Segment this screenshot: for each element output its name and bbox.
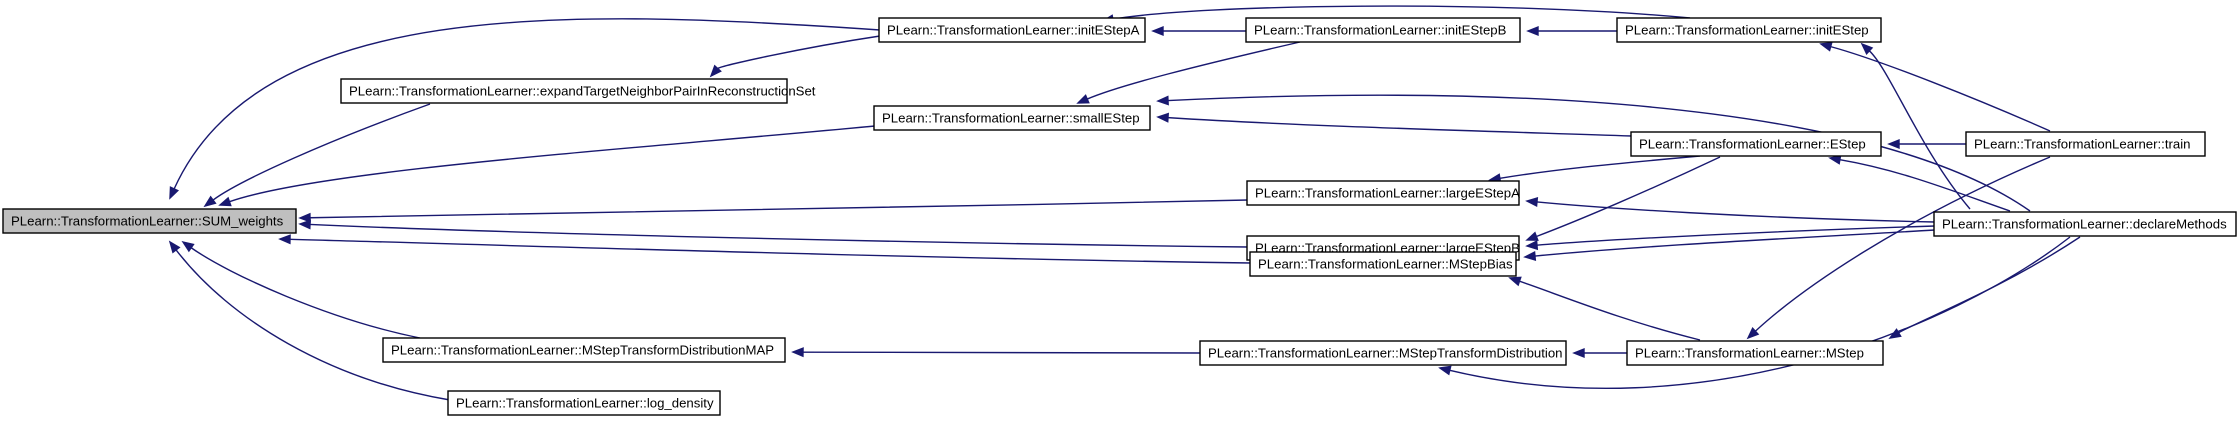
arrowhead-icon bbox=[298, 212, 311, 223]
node-initEStepA[interactable]: PLearn::TransformationLearner::initEStep… bbox=[878, 17, 1146, 43]
node-label: PLearn::TransformationLearner::declareMe… bbox=[1942, 217, 2227, 232]
call-edge-declareMethods-to-MStep bbox=[1888, 236, 2081, 339]
node-label: PLearn::TransformationLearner::MStep bbox=[1635, 346, 1864, 361]
arrowhead-icon bbox=[169, 186, 180, 200]
node-label: PLearn::TransformationLearner::smallESte… bbox=[882, 111, 1140, 126]
call-edge-initEStepB-to-smallEStep bbox=[1076, 41, 1301, 104]
node-label: PLearn::TransformationLearner::MStepTran… bbox=[391, 343, 774, 358]
call-edge-MStepTD-to-MStepTDMAP bbox=[791, 347, 1202, 358]
call-edge-train-to-initEStep bbox=[1819, 41, 2051, 132]
node-smallEStep[interactable]: PLearn::TransformationLearner::smallESte… bbox=[873, 105, 1151, 131]
call-edge-smallEStep-to-sum_weights bbox=[218, 125, 876, 207]
arrowhead-icon bbox=[1860, 42, 1874, 55]
call-edge-EStep-to-smallEStep bbox=[1156, 112, 1633, 137]
node-label: PLearn::TransformationLearner::largeESte… bbox=[1255, 186, 1520, 201]
node-initEStepB[interactable]: PLearn::TransformationLearner::initEStep… bbox=[1245, 17, 1521, 43]
node-MStepTDMAP[interactable]: PLearn::TransformationLearner::MStepTran… bbox=[382, 337, 786, 363]
node-label: PLearn::TransformationLearner::MStepBias bbox=[1258, 257, 1513, 272]
call-edge-train-to-EStep bbox=[1887, 138, 1967, 150]
arrowhead-icon bbox=[181, 240, 195, 253]
call-edge-declareMethods-to-largeEStepA bbox=[1525, 197, 1936, 223]
node-largeEStepA[interactable]: PLearn::TransformationLearner::largeESte… bbox=[1246, 180, 1520, 206]
node-initEStep[interactable]: PLearn::TransformationLearner::initEStep bbox=[1616, 17, 1882, 43]
node-label: PLearn::TransformationLearner::SUM_weigh… bbox=[11, 214, 284, 229]
call-edge-declareMethods-to-EStep bbox=[1828, 154, 2011, 212]
arrowhead-icon bbox=[1156, 95, 1169, 106]
node-MStepBias[interactable]: PLearn::TransformationLearner::MStepBias bbox=[1249, 251, 1517, 277]
arrowhead-icon bbox=[298, 219, 311, 230]
edges bbox=[168, 5, 2081, 401]
node-sum_weights[interactable]: PLearn::TransformationLearner::SUM_weigh… bbox=[2, 208, 297, 234]
arrowhead-icon bbox=[1526, 25, 1539, 37]
node-label: PLearn::TransformationLearner::initEStep… bbox=[887, 23, 1140, 38]
arrowhead-icon bbox=[1525, 231, 1539, 241]
call-edge-declareMethods-to-initEStep bbox=[1860, 42, 1971, 210]
arrowhead-icon bbox=[1887, 138, 1900, 150]
call-edge-EStep-to-largeEStepB bbox=[1525, 156, 1721, 241]
node-log_density[interactable]: PLearn::TransformationLearner::log_densi… bbox=[447, 390, 721, 416]
call-edge-MStep-to-MStepTD bbox=[1572, 347, 1628, 359]
node-label: PLearn::TransformationLearner::initEStep bbox=[1625, 23, 1869, 38]
arrowhead-icon bbox=[1525, 240, 1539, 251]
call-edge-log_density-to-sum_weights bbox=[168, 240, 451, 401]
call-edge-MStepTDMAP-to-sum_weights bbox=[181, 240, 421, 339]
arrowhead-icon bbox=[1525, 197, 1539, 208]
arrowhead-icon bbox=[1508, 276, 1522, 287]
node-label: PLearn::TransformationLearner::EStep bbox=[1639, 137, 1866, 152]
node-label: PLearn::TransformationLearner::train bbox=[1974, 137, 2190, 152]
call-edge-MStep-to-MStepBias bbox=[1508, 276, 1701, 341]
call-edge-train-to-MStep bbox=[1746, 156, 2051, 340]
arrowhead-icon bbox=[1523, 250, 1537, 261]
call-edge-initEStepB-to-initEStepA bbox=[1151, 25, 1247, 37]
node-train[interactable]: PLearn::TransformationLearner::train bbox=[1965, 131, 2206, 157]
arrowhead-icon bbox=[1828, 154, 1842, 165]
node-expand[interactable]: PLearn::TransformationLearner::expandTar… bbox=[340, 78, 816, 104]
node-label: PLearn::TransformationLearner::log_densi… bbox=[456, 396, 714, 411]
arrowhead-icon bbox=[218, 196, 232, 207]
arrowhead-icon bbox=[203, 195, 217, 208]
nodes: PLearn::TransformationLearner::SUM_weigh… bbox=[2, 17, 2237, 416]
call-edge-initEStep-to-initEStepB bbox=[1526, 25, 1618, 37]
arrowhead-icon bbox=[709, 64, 722, 78]
arrowhead-icon bbox=[278, 234, 291, 245]
arrowhead-icon bbox=[1156, 112, 1169, 123]
arrowhead-icon bbox=[168, 240, 181, 254]
call-edge-MStepBias-to-sum_weights bbox=[278, 234, 1252, 264]
arrowhead-icon bbox=[1151, 25, 1164, 37]
arrowhead-icon bbox=[1076, 94, 1090, 104]
call-edge-declareMethods-to-largeEStepB bbox=[1525, 225, 1936, 251]
node-MStep[interactable]: PLearn::TransformationLearner::MStep bbox=[1626, 340, 1884, 366]
call-edge-EStep-to-largeEStepA bbox=[1488, 155, 1701, 184]
arrowhead-icon bbox=[791, 347, 804, 358]
call-edge-largeEStepA-to-sum_weights bbox=[298, 199, 1249, 223]
node-MStepTD[interactable]: PLearn::TransformationLearner::MStepTran… bbox=[1199, 340, 1567, 366]
arrowhead-icon bbox=[1888, 328, 1902, 339]
arrowhead-icon bbox=[1572, 347, 1585, 359]
arrowhead-icon bbox=[1746, 327, 1760, 340]
node-label: PLearn::TransformationLearner::expandTar… bbox=[349, 84, 816, 99]
call-edge-declareMethods-to-smallEStep bbox=[1156, 94, 2031, 212]
call-edge-initEStepA-to-sum_weights bbox=[169, 18, 881, 200]
call-edge-expand-to-sum_weights bbox=[203, 103, 431, 208]
call-edge-largeEStepB-to-sum_weights bbox=[298, 219, 1249, 248]
node-declareMethods[interactable]: PLearn::TransformationLearner::declareMe… bbox=[1933, 211, 2237, 237]
node-EStep[interactable]: PLearn::TransformationLearner::EStep bbox=[1630, 131, 1882, 157]
call-edge-initEStepA-to-expand bbox=[709, 35, 881, 78]
call-edge-declareMethods-to-MStepBias bbox=[1523, 229, 1936, 261]
node-label: PLearn::TransformationLearner::MStepTran… bbox=[1208, 346, 1563, 361]
node-label: PLearn::TransformationLearner::initEStep… bbox=[1254, 23, 1507, 38]
arrowhead-icon bbox=[1438, 365, 1452, 376]
arrowhead-icon bbox=[1819, 41, 1833, 52]
